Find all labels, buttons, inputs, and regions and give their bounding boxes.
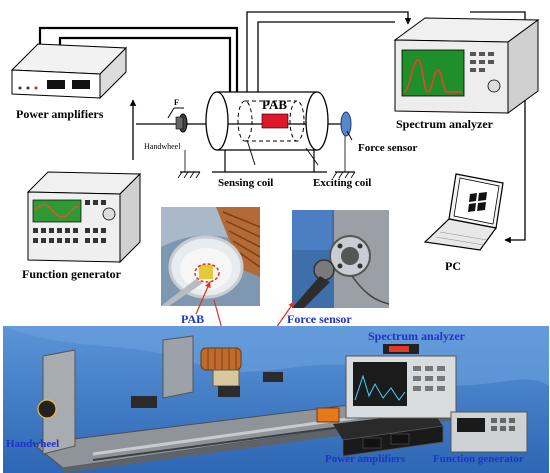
label-power-amplifiers: Power amplifiers bbox=[16, 107, 104, 121]
label-exciting-coil: Exciting coil bbox=[313, 177, 372, 189]
spectrum-analyzer-icon bbox=[393, 17, 540, 114]
pab-sample bbox=[261, 113, 289, 129]
label-function-generator: Function generator bbox=[22, 267, 121, 281]
power-amplifier-icon bbox=[10, 43, 128, 100]
force-sensor-closeup-photo bbox=[292, 210, 389, 308]
pab-closeup-photo bbox=[161, 207, 260, 306]
handwheel-icon bbox=[167, 107, 188, 133]
label-spectrum-analyzer: Spectrum analyzer bbox=[396, 117, 493, 131]
label-pc: PC bbox=[445, 259, 461, 273]
label-f: F bbox=[174, 98, 179, 107]
coil-cylinder bbox=[136, 91, 355, 173]
force-sensor-icon bbox=[340, 111, 352, 137]
photo-label-pab: PAB bbox=[181, 312, 205, 326]
function-generator-icon bbox=[26, 171, 142, 264]
photo-label-handwheel: Handwheel bbox=[6, 438, 60, 450]
label-sensing-coil: Sensing coil bbox=[218, 177, 274, 189]
ground-hatch bbox=[177, 130, 356, 179]
wiring bbox=[38, 11, 526, 244]
pc-laptop-icon bbox=[423, 173, 504, 251]
leader-lines bbox=[246, 130, 353, 166]
label-pab-schematic: PAB bbox=[262, 97, 288, 112]
lab-setup-photo bbox=[3, 326, 549, 473]
photo-label-function-generator: Function generator bbox=[433, 453, 524, 465]
label-handwheel-schematic: Handwheel bbox=[144, 142, 181, 151]
photo-label-force-sensor: Force sensor bbox=[287, 312, 352, 326]
schematic-diagram bbox=[10, 11, 540, 264]
photo-label-power-amplifiers: Power amplifiers bbox=[325, 453, 406, 465]
label-force-sensor-schematic: Force sensor bbox=[358, 142, 418, 154]
photo-label-spectrum-analyzer: Spectrum analyzer bbox=[368, 329, 465, 343]
